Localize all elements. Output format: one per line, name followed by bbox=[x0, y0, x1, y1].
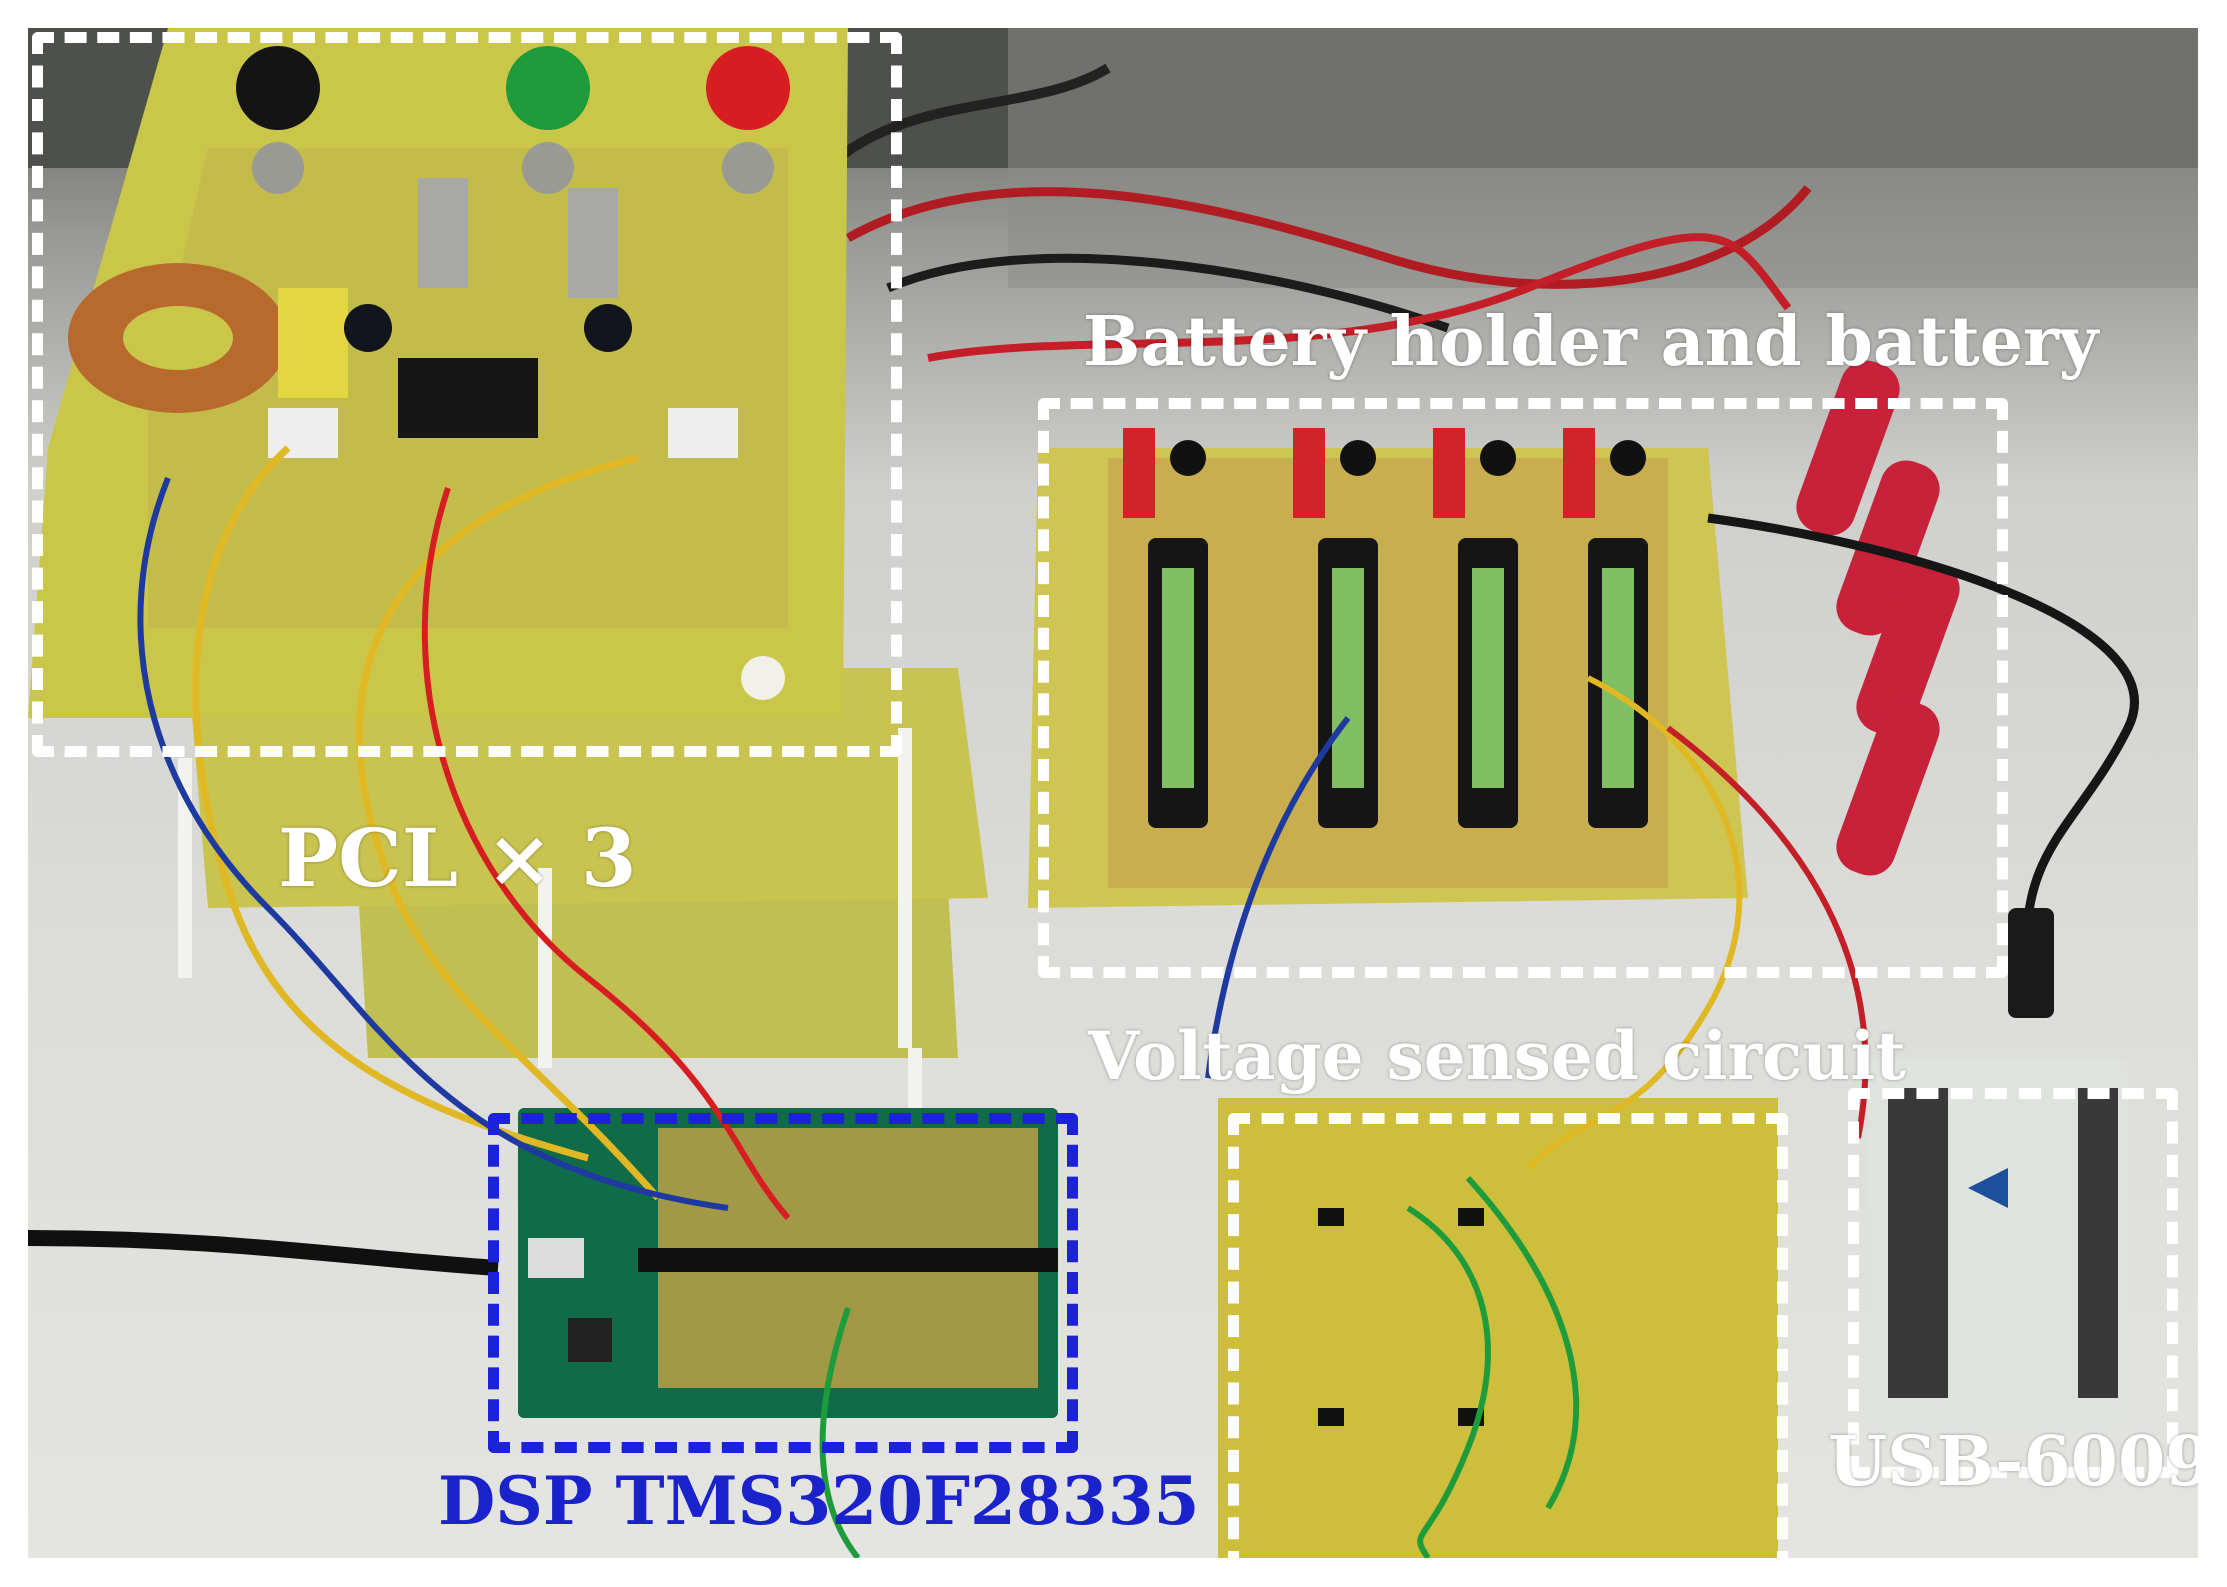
usb-6009-label: USB-6009 bbox=[1828, 1422, 2198, 1502]
battery-holder-label: Battery holder and battery bbox=[1083, 302, 2099, 382]
voltage-sensed-label: Voltage sensed circuit bbox=[1088, 1017, 1906, 1095]
voltage-highlight-box bbox=[1228, 1113, 1788, 1558]
battery-slots bbox=[1148, 538, 1648, 828]
dsp-highlight-box bbox=[488, 1113, 1078, 1453]
usb-highlight-box bbox=[1848, 1088, 2178, 1478]
battery-highlight-box bbox=[1038, 398, 2008, 978]
dsp-board bbox=[518, 1108, 1058, 1418]
usb-6009-device bbox=[1868, 1058, 2128, 1428]
pcl-board-layer-2 bbox=[188, 668, 988, 908]
lab-scene-illustration bbox=[28, 28, 2198, 1558]
pcl-board-layer-3 bbox=[358, 888, 958, 1058]
voltage-sensed-board bbox=[1218, 1098, 1778, 1558]
pcl-highlight-box bbox=[32, 32, 902, 757]
lab-photo: Battery holder and battery PCL × 3 Volta… bbox=[28, 28, 2198, 1558]
pcl-label: PCL × 3 bbox=[278, 811, 637, 905]
dsp-label: DSP TMS320F28335 bbox=[438, 1462, 1200, 1540]
